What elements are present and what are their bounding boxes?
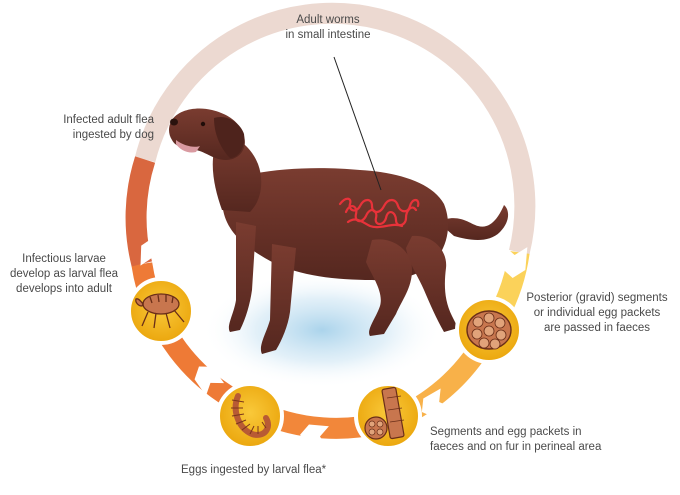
label-line: ingested by dog [72,129,154,141]
dog-ear [214,116,245,158]
label-line: Infectious larvae [22,253,106,265]
dog-illustration [169,108,509,354]
badge-egg-packet [354,382,422,450]
flea-larva-icon [232,393,272,438]
label-line: Posterior (gravid) segments [526,292,668,304]
ring-segment-top [134,2,536,255]
chevron-left-icon [300,424,329,449]
label-infected-flea: Infected adult flea ingested by dog [54,113,154,143]
chevron-down-left-icon [421,388,452,418]
dog-hind-leg-left [366,239,412,336]
gravid-segment-icon [466,310,512,350]
badge-gravid-segment [455,296,523,364]
label-line: Segments and egg packets in [430,426,582,438]
dog-nose [170,118,178,126]
badge-adult-flea [127,277,195,345]
chevron-up-left-icon [194,366,225,396]
label-line: are passed in faeces [543,322,651,334]
label-posterior-segments: Posterior (gravid) segments or individua… [516,291,678,336]
label-line: or individual egg packets [533,307,661,319]
label-eggs-ingested: Eggs ingested by larval flea* [181,463,351,478]
label-line: Adult worms [296,14,360,26]
label-line: develop as larval flea [9,268,119,280]
label-adult-worms: Adult worms in small intestine [268,13,388,43]
chevron-up-icon [140,238,164,267]
adult-flea-icon [135,293,185,329]
dog-hind-leg-right [406,235,458,332]
chevron-down-icon [501,245,528,278]
adult-worms-pointer [333,56,382,191]
direction-chevrons [140,158,528,449]
chevron-up-right-icon [155,158,185,189]
dog-tail [438,205,509,240]
dog-front-leg-right [260,244,296,354]
dog-mouth [176,140,200,153]
label-line: faeces and on fur in perineal area [430,441,602,453]
egg-packet-icon [364,386,405,440]
label-line: Eggs ingested by larval flea* [181,464,327,476]
badge-flea-larva [216,382,284,450]
dog-eye [200,121,206,127]
label-segments-egg-packets: Segments and egg packets in faeces and o… [430,425,630,455]
label-infectious-larvae: Infectious larvae develop as larval flea… [2,252,126,297]
label-line: in small intestine [285,29,371,41]
label-line: Infected adult flea [63,114,154,126]
tapeworm-icon [338,197,420,229]
label-line: develops into adult [16,283,112,295]
ring-segment-left [125,156,156,267]
dog-front-leg-left [228,222,256,332]
